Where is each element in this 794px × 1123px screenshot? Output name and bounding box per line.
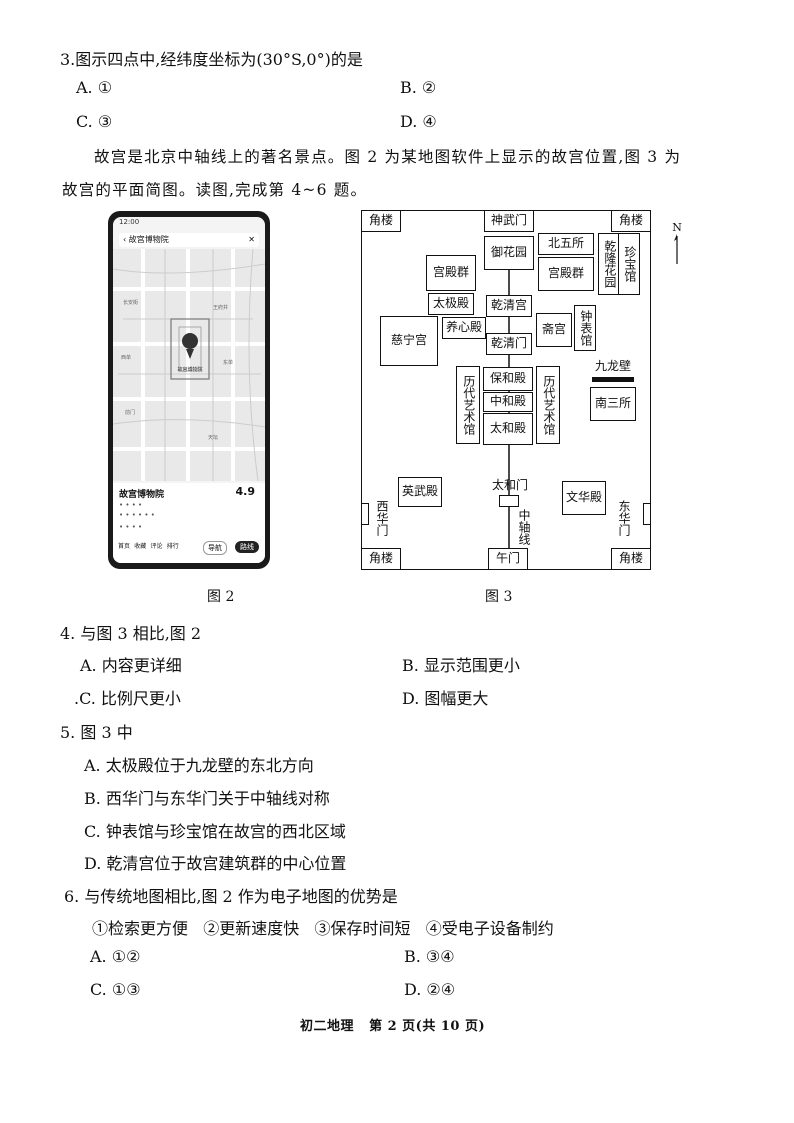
- q5-option-d: D. 乾清宫位于故宫建筑群的中心位置: [84, 854, 347, 873]
- svg-text:王府井: 王府井: [213, 304, 228, 311]
- poi-meta: • • • •: [119, 523, 143, 531]
- q6-option-a: A. ①②: [90, 947, 141, 966]
- jiulongbi-wall: [592, 377, 634, 382]
- clock-museum: 钟表馆: [574, 305, 596, 351]
- q6-option-b: B. ③④: [404, 947, 455, 966]
- q4-option-d: D. 图幅更大: [402, 689, 489, 708]
- beiwusuo: 北五所: [538, 233, 594, 255]
- donghuamen-gate: [643, 503, 651, 525]
- xihuamen-gate: [361, 503, 369, 525]
- jiulongbi-label: 九龙壁: [594, 359, 631, 373]
- phone-map-figure: 12:00 ‹ 故宫博物院 ✕ 故宫博物院: [108, 211, 270, 569]
- q3-option-d: D. ④: [400, 112, 437, 131]
- q3-option-a: A. ①: [76, 78, 113, 97]
- gongdian-left: 宫殿群: [426, 255, 476, 291]
- poi-action-bar: 首页 收藏 评论 排行 导航 路线: [117, 541, 261, 557]
- q4-option-c: .C. 比例尺更小: [74, 689, 181, 708]
- art-gallery-right: 历代艺术馆: [536, 366, 560, 444]
- q6-statements: ①检索更方便 ②更新速度快 ③保存时间短 ④受电子设备制约: [92, 919, 554, 938]
- taiji-hall: 太极殿: [428, 293, 474, 315]
- gongdian-right: 宫殿群: [538, 257, 594, 291]
- donghuamen-label: 东华门: [617, 500, 631, 536]
- poi-card[interactable]: 故宫博物院 4.9 • • • • • • • • • • • • • • 首页…: [113, 483, 265, 563]
- yuhuayuan: 御花园: [484, 236, 534, 270]
- cining-palace: 慈宁宫: [380, 316, 438, 366]
- corner-tower-tr: 角楼: [611, 210, 651, 232]
- wuying-hall: 英武殿: [398, 477, 442, 507]
- q6-stem: 6. 与传统地图相比,图 2 作为电子地图的优势是: [64, 887, 398, 906]
- q4-option-a: A. 内容更详细: [80, 656, 182, 675]
- intro-line-1: 故宫是北京中轴线上的著名景点。图 2 为某地图软件上显示的故宫位置,图 3 为: [94, 148, 682, 166]
- xihuamen-label: 西华门: [375, 500, 389, 536]
- taihe-hall: 太和殿: [483, 413, 533, 445]
- q6-option-d: D. ②④: [404, 980, 456, 999]
- close-icon[interactable]: ✕: [248, 235, 255, 244]
- wumen: 午门: [488, 548, 528, 570]
- status-bar: 12:00: [119, 218, 140, 226]
- qianqing-gate: 乾清门: [486, 333, 532, 355]
- q4-stem: 4. 与图 3 相比,图 2: [60, 624, 202, 643]
- svg-text:故宫博物院: 故宫博物院: [177, 366, 202, 373]
- svg-text:天坛: 天坛: [208, 434, 218, 441]
- tab-favorite-icon[interactable]: 收藏: [134, 543, 147, 550]
- q5-option-b: B. 西华门与东华门关于中轴线对称: [84, 789, 330, 808]
- nansansuo: 南三所: [590, 387, 636, 421]
- wenhua-hall: 文华殿: [562, 481, 606, 515]
- q3-stem: 3.图示四点中,经纬度坐标为(30°S,0°)的是: [60, 50, 363, 69]
- svg-text:长安街: 长安街: [123, 299, 138, 306]
- q5-option-c: C. 钟表馆与珍宝馆在故宫的西北区域: [84, 822, 346, 841]
- qianqing-palace: 乾清宫: [486, 295, 532, 317]
- shenwumen: 神武门: [484, 210, 534, 232]
- poi-subtitle-2: • • • • • •: [119, 511, 155, 519]
- zhaigong: 斋宫: [536, 313, 572, 347]
- taihemen-label: 太和门: [491, 478, 528, 492]
- map-search-bar[interactable]: ‹ 故宫博物院 ✕: [119, 233, 259, 247]
- q3-option-c: C. ③: [76, 112, 113, 131]
- q4-option-b: B. 显示范围更小: [402, 656, 520, 675]
- poi-subtitle: • • • •: [119, 501, 143, 509]
- zhonghe-hall: 中和殿: [483, 392, 533, 412]
- poi-rating: 4.9: [235, 485, 256, 498]
- search-text: 故宫博物院: [128, 235, 169, 244]
- q6-option-c: C. ①③: [90, 980, 141, 999]
- yangxin-hall: 养心殿: [442, 317, 486, 339]
- map-view[interactable]: 故宫博物院 长安街王府井前门 天坛 西单东单: [113, 248, 265, 482]
- q5-option-a: A. 太极殿位于九龙壁的东北方向: [84, 756, 314, 775]
- palace-plan-figure: 角楼 角楼 角楼 角楼 神武门 午门 御花园 北五所 宫殿群 乾隆花园 珍宝馆 …: [361, 210, 651, 570]
- route-button[interactable]: 路线: [235, 541, 259, 553]
- intro-line-2: 故宫的平面简图。读图,完成第 4~6 题。: [62, 181, 368, 199]
- figure-2-caption: 图 2: [207, 589, 235, 605]
- phone-screen: 12:00 ‹ 故宫博物院 ✕ 故宫博物院: [113, 217, 265, 563]
- zhenbao-hall: 珍宝馆: [618, 233, 640, 295]
- qianlong-garden: 乾隆花园: [598, 233, 620, 295]
- taihemen-gate: [499, 495, 519, 507]
- corner-tower-br: 角楼: [611, 548, 651, 570]
- page-footer: 初二地理 第 2 页(共 10 页): [300, 1019, 486, 1034]
- tab-comment-icon[interactable]: 评论: [150, 543, 163, 550]
- poi-name: 故宫博物院: [119, 490, 165, 500]
- figure-3-caption: 图 3: [485, 589, 513, 605]
- back-icon[interactable]: ‹: [123, 235, 129, 244]
- q5-stem: 5. 图 3 中: [60, 723, 133, 742]
- corner-tower-bl: 角楼: [361, 548, 401, 570]
- q3-option-b: B. ②: [400, 78, 437, 97]
- art-gallery-left: 历代艺术馆: [456, 366, 480, 444]
- corner-tower-tl: 角楼: [361, 210, 401, 232]
- tab-rank-icon[interactable]: 排行: [166, 543, 179, 550]
- north-arrow-icon: [674, 234, 678, 264]
- svg-text:东单: 东单: [223, 359, 233, 366]
- baohe-hall: 保和殿: [483, 367, 533, 391]
- svg-text:前门: 前门: [125, 409, 135, 416]
- central-axis-label: 中轴线: [517, 509, 531, 545]
- tab-home-icon[interactable]: 首页: [117, 543, 130, 550]
- navigate-button[interactable]: 导航: [203, 541, 227, 555]
- north-label: N: [672, 221, 682, 234]
- svg-text:西单: 西单: [121, 354, 131, 361]
